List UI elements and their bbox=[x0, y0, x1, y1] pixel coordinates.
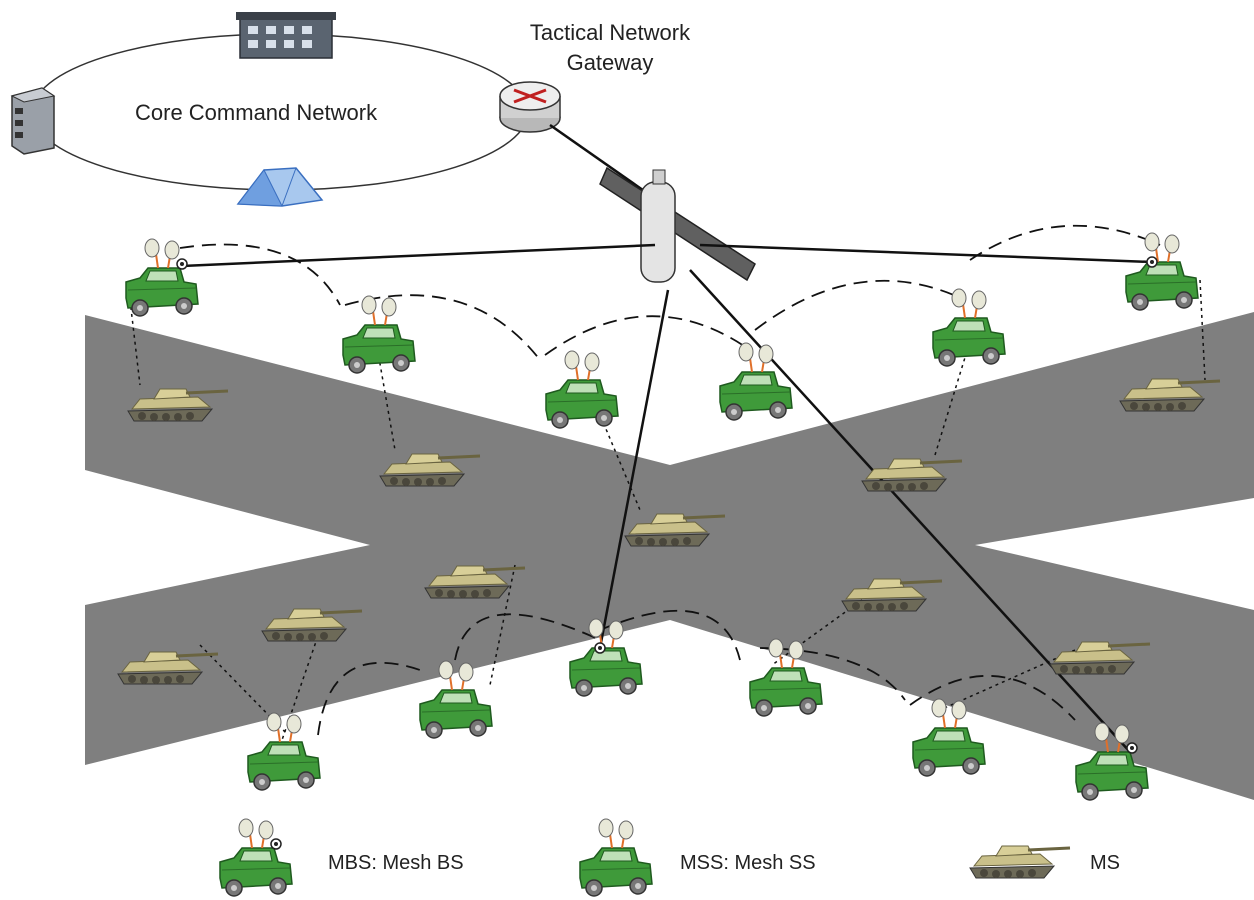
legend-ms-icon bbox=[968, 844, 1072, 880]
mss-vehicle bbox=[932, 288, 1006, 367]
gateway-satellite-link bbox=[549, 123, 651, 197]
road bbox=[85, 312, 1254, 800]
building-icon bbox=[236, 12, 336, 59]
mss-vehicle bbox=[247, 712, 321, 791]
server-icon bbox=[10, 87, 56, 155]
legend-mss-label: MSS: Mesh SS bbox=[680, 852, 816, 874]
legend-mss-icon bbox=[579, 818, 653, 897]
mss-vehicle bbox=[342, 295, 416, 374]
legend-ms-label: MS bbox=[1090, 852, 1120, 874]
legend-mbs-icon bbox=[219, 818, 293, 897]
satellite-icon bbox=[599, 166, 756, 283]
mbs-vehicle bbox=[1125, 232, 1199, 311]
core-network-label: Core Command Network bbox=[135, 100, 378, 125]
mss-vehicle bbox=[545, 350, 619, 429]
legend-mbs-label: MBS: Mesh BS bbox=[328, 852, 464, 874]
mesh-links bbox=[179, 224, 1161, 736]
tent-icon bbox=[236, 167, 324, 207]
gateway-label: Tactical Network Gateway bbox=[500, 18, 720, 78]
mss-vehicle bbox=[719, 342, 793, 421]
gateway-label-line1: Tactical Network bbox=[529, 20, 691, 45]
gateway-label-line2: Gateway bbox=[566, 50, 654, 75]
router-icon bbox=[499, 81, 561, 133]
mbs-vehicle bbox=[125, 238, 199, 317]
